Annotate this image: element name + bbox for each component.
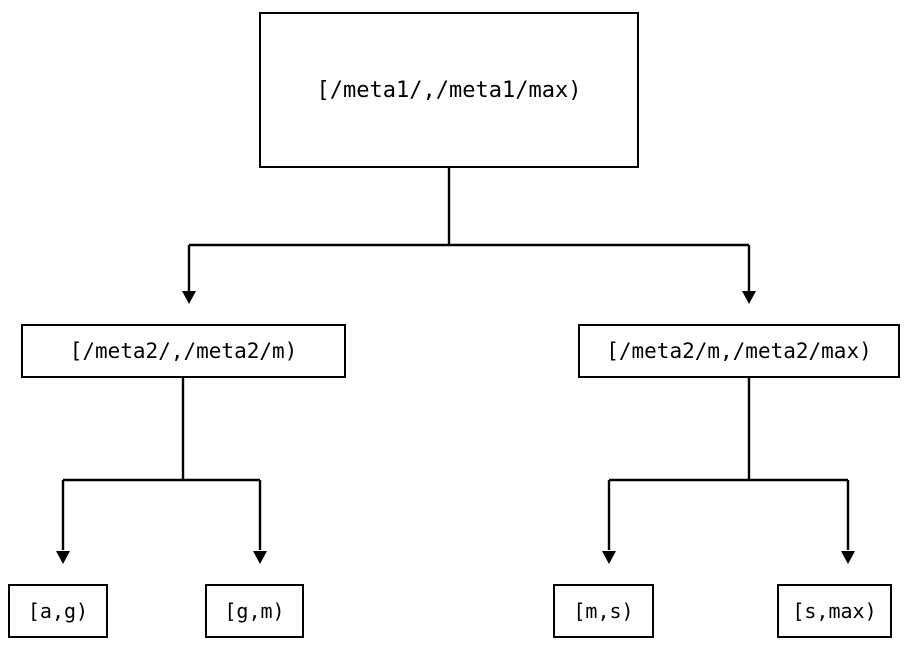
node-leaf-2-label: [g,m) — [224, 599, 285, 623]
node-leaf-1-label: [a,g) — [27, 599, 89, 623]
node-mid-left-label: [/meta2/,/meta2/m) — [69, 339, 298, 363]
node-leaf-1: [a,g) — [8, 584, 108, 638]
node-root: [/meta1/,/meta1/max) — [259, 12, 639, 168]
arrow-head-leaf-1 — [56, 551, 70, 564]
arrow-head-leaf-3 — [602, 551, 616, 564]
node-leaf-3-label: [m,s) — [573, 599, 634, 623]
arrow-head-mid-left — [182, 291, 196, 304]
arrow-head-leaf-4 — [841, 551, 855, 564]
arrow-head-leaf-2 — [253, 551, 267, 564]
node-leaf-2: [g,m) — [205, 584, 304, 638]
arrow-head-mid-right — [742, 291, 756, 304]
node-root-label: [/meta1/,/meta1/max) — [316, 77, 582, 103]
node-mid-right: [/meta2/m,/meta2/max) — [578, 324, 900, 378]
node-mid-right-label: [/meta2/m,/meta2/max) — [606, 339, 872, 363]
node-leaf-4-label: [s,max) — [792, 599, 877, 623]
node-leaf-4: [s,max) — [777, 584, 892, 638]
node-leaf-3: [m,s) — [553, 584, 654, 638]
node-mid-left: [/meta2/,/meta2/m) — [21, 324, 346, 378]
